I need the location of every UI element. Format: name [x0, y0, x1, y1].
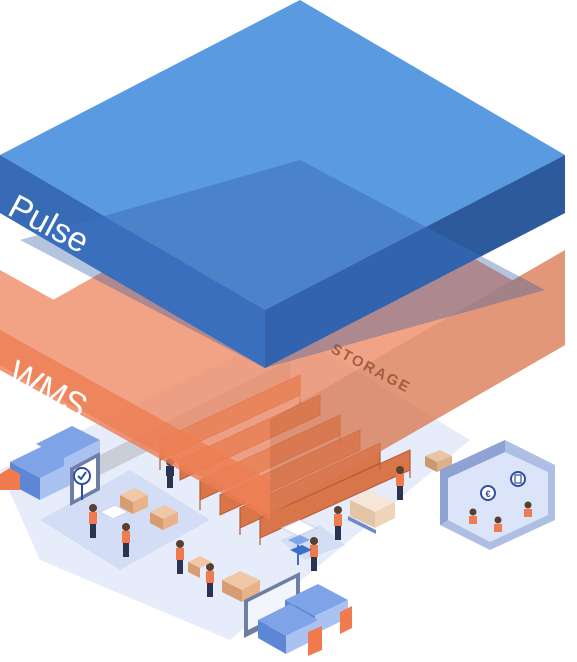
checkmark-badge-icon: [73, 467, 91, 500]
layer-overlap: [0, 155, 565, 368]
worker-icon: [89, 504, 97, 538]
wms-layer-front-face: [0, 330, 270, 520]
worker-icon: [469, 508, 477, 524]
pulse-layer: [0, 0, 565, 368]
svg-text:€: €: [485, 489, 490, 499]
delivery-truck-icon: [258, 604, 322, 656]
worker-icon: [334, 506, 342, 540]
worker-icon: [396, 466, 404, 500]
pallet-boxes-icon: [348, 490, 395, 534]
packing-station: [280, 519, 318, 565]
pallet-boxes-icon: [425, 450, 452, 472]
office-room: [440, 440, 555, 550]
euro-badge-icon: €: [480, 485, 496, 501]
document-badge-icon: [510, 471, 526, 487]
worker-icon: [524, 501, 532, 517]
worker-icon: [176, 540, 184, 574]
worker-icon: [206, 563, 214, 597]
pallet-boxes-icon: [188, 556, 212, 578]
worker-icon: [494, 516, 502, 532]
worker-icon: [122, 523, 130, 557]
pallet-boxes-icon: [222, 571, 260, 602]
worker-icon: [310, 537, 318, 571]
pallet-boxes-icon: [98, 488, 178, 530]
